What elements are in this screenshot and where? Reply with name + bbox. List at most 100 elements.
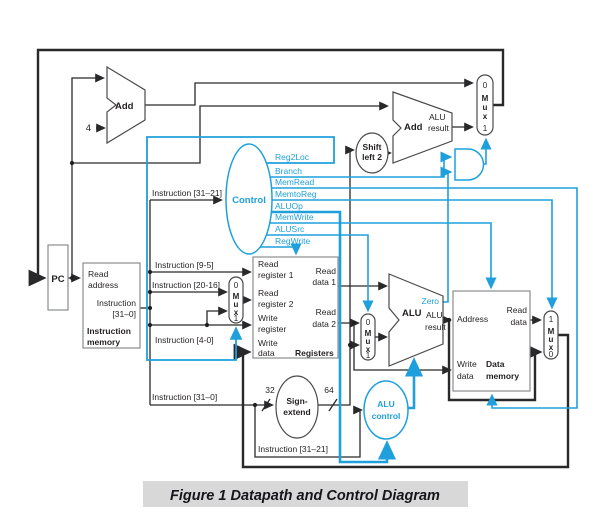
junction-dot — [446, 317, 452, 323]
reg-readreg2-label-2: register 2 — [258, 299, 294, 309]
junction-dot — [147, 305, 153, 311]
shift-left-2-unit — [355, 132, 389, 174]
writeback-mux-labels: 1 M u x 0 — [548, 315, 555, 359]
junction-dot — [351, 320, 357, 326]
figure-caption: Figure 1 Datapath and Control Diagram — [170, 488, 440, 504]
branch-add-label: Add — [404, 122, 423, 133]
dmem-name-1: Data — [486, 359, 505, 369]
mux-port-label: 0 — [549, 350, 554, 359]
mux-port-label: 1 — [366, 351, 371, 360]
wire-zero-to-and — [440, 166, 453, 303]
sign-extend-unit — [275, 375, 319, 439]
mux-port-label: 1 — [483, 124, 488, 133]
data-memory — [452, 290, 531, 392]
mux-letter: u — [549, 335, 554, 344]
instruction-memory — [82, 262, 141, 349]
dmem-readdata-label-2: data — [510, 317, 527, 327]
junction-dot — [147, 289, 153, 295]
signal-regwrite: RegWrite — [275, 236, 311, 246]
registers-unit — [252, 256, 339, 359]
wire-instr-to-alucontrol — [254, 405, 363, 458]
dmem-readdata-label-1: Read — [507, 305, 528, 315]
width-32-slash — [261, 398, 271, 412]
pc-source-mux-labels: 0 M u x 1 — [482, 81, 489, 133]
writeback-mux — [543, 310, 559, 360]
reg-readreg1-label-2: register 1 — [258, 270, 294, 280]
reg-writereg-label-1: Write — [258, 313, 278, 323]
mux-letter: M — [233, 292, 240, 301]
instr-9-5-label: Instruction [9-5] — [155, 260, 214, 270]
control-label: Control — [232, 195, 266, 206]
reg2loc-mux-labels: 0 M u x 1 — [233, 281, 240, 323]
wire-pc-to-add4 — [71, 73, 105, 278]
const-four-label: 4 — [86, 123, 91, 134]
reg-readdata2-label-2: data 2 — [312, 319, 336, 329]
mux-letter: u — [366, 337, 371, 346]
add-pc4-label: Add — [115, 101, 134, 112]
wire-alucontrol-to-alu — [404, 357, 424, 410]
signal-aluop: ALUOp — [275, 201, 303, 211]
wire-memwrite — [270, 222, 497, 290]
imem-out-label-1: Instruction — [97, 298, 136, 308]
mux-port-label: 1 — [234, 314, 239, 323]
reg2loc-mux — [228, 276, 244, 324]
reg-writereg-label-2: register — [258, 324, 287, 334]
signal-branch: Branch — [275, 166, 302, 176]
mux-letter: u — [234, 300, 239, 309]
alu-result-label-2: result — [425, 322, 446, 332]
instr-20-16-label: Instruction [20-16] — [152, 280, 220, 290]
shift-left2-label-1: Shift — [363, 142, 382, 152]
alu-result-label-1: ALU — [426, 310, 443, 320]
reg-readdata1-label-2: data 1 — [312, 277, 336, 287]
branch-add-out-label-1: ALU — [429, 112, 446, 122]
width-64-label: 64 — [324, 385, 334, 395]
alu-label: ALU — [402, 308, 422, 319]
mux-letter: x — [549, 343, 554, 352]
wire-signextend-to-shift — [318, 145, 355, 406]
reg-writedata-label-2: data — [258, 348, 275, 358]
signal-memtoreg: MemtoReg — [275, 189, 317, 199]
mux-letter: x — [234, 308, 239, 317]
main-alu — [388, 273, 444, 367]
junction-dot — [252, 402, 258, 408]
reg-readreg2-label-1: Read — [258, 288, 279, 298]
dmem-address-label: Address — [457, 314, 488, 324]
add-pc4-alu — [106, 65, 146, 145]
signextend-label-2: extend — [283, 407, 310, 417]
signal-alusrc: ALUSrc — [275, 224, 305, 234]
alu-control-unit — [363, 380, 409, 440]
dmem-writedata-label-1: Write — [457, 359, 477, 369]
wire-pc-to-branch-add — [72, 101, 389, 164]
wire-aluresult-bypass — [447, 320, 543, 402]
registers-name: Registers — [295, 348, 334, 358]
wire-memread — [271, 187, 578, 409]
caption-highlight — [143, 481, 468, 507]
signextend-label-1: Sign- — [286, 396, 307, 406]
reg-readreg1-label-1: Read — [258, 259, 279, 269]
mux-letter: M — [548, 327, 555, 336]
reg-readdata2-label-1: Read — [316, 307, 337, 317]
branch-add-alu — [392, 91, 453, 164]
dmem-name-2: memory — [486, 371, 519, 381]
wire-writeback-loop — [233, 333, 570, 469]
mux-port-label: 0 — [483, 81, 488, 90]
imem-out-label-2: [31–0] — [112, 309, 136, 319]
control-unit — [225, 143, 273, 255]
wire-memtoreg — [271, 199, 558, 310]
mux-letter: M — [365, 329, 372, 338]
imem-read-label-1: Read — [88, 269, 109, 279]
imem-name-1: Instruction — [87, 326, 131, 336]
branch-and-gate — [454, 148, 485, 181]
alusrc-mux — [360, 313, 376, 361]
mux-letter: M — [482, 94, 489, 103]
width-64-slash — [328, 398, 338, 412]
branch-add-out-label-2: result — [428, 123, 449, 133]
alucontrol-label-1: ALU — [377, 399, 394, 409]
reg-readdata1-label-1: Read — [316, 266, 337, 276]
instr-31-21-label: Instruction [31–21] — [152, 188, 222, 198]
junction-dot — [347, 342, 353, 348]
mux-letter: x — [483, 112, 488, 121]
junction-dots — [69, 160, 452, 408]
instr-31-21-alucontrol-label: Instruction [31–21] — [258, 444, 328, 454]
